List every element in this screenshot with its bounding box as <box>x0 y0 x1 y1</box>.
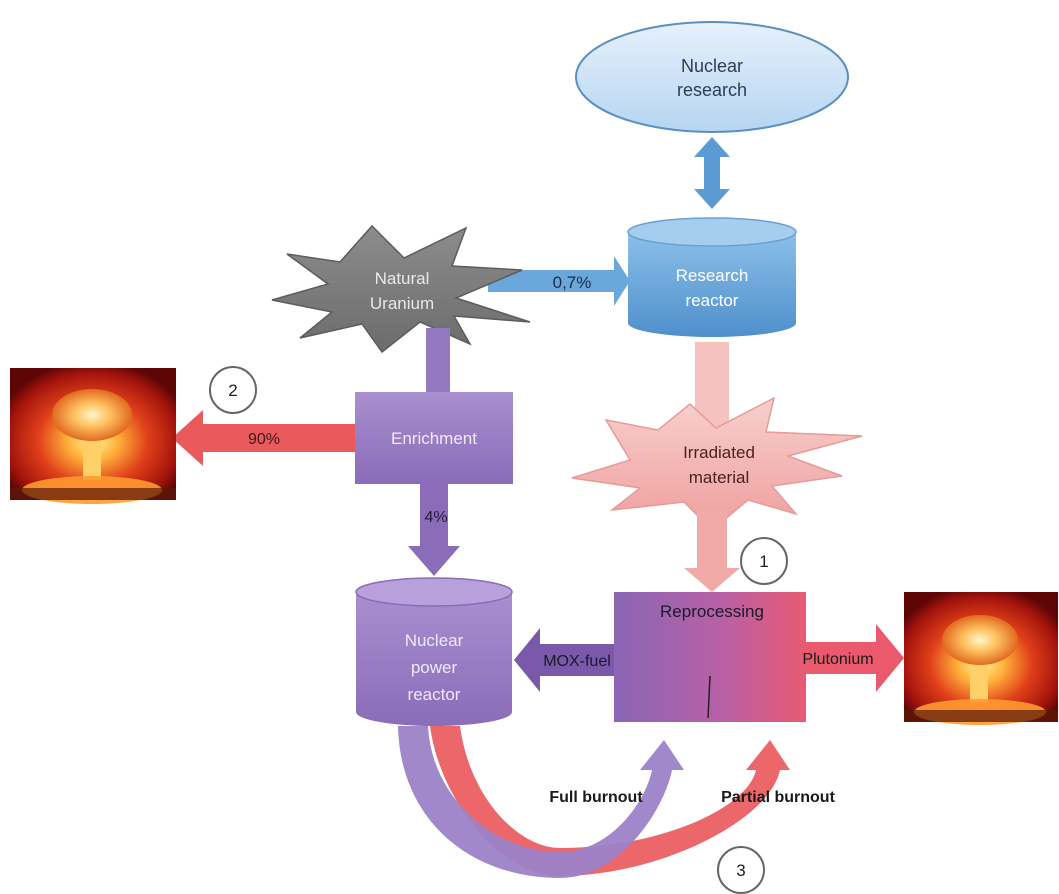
irradiated-to-reprocessing-arrow <box>684 510 740 592</box>
power-reactor-label-line3: reactor <box>408 685 461 704</box>
flow-label-90-percent: 90% <box>248 431 280 448</box>
partial-burnout-arrow <box>430 726 790 876</box>
nuclear-research-label-line2: research <box>677 80 747 100</box>
flow-label-0-7-percent: 0,7% <box>553 273 592 292</box>
reprocessing-label: Reprocessing <box>660 602 764 621</box>
full-burnout-arrow <box>398 726 684 878</box>
enrichment-node <box>355 392 513 484</box>
research-to-irradiated-arrow <box>695 342 729 434</box>
mushroom-cloud-icon-left <box>10 368 176 504</box>
marker-2-circle <box>209 366 257 414</box>
irradiated-material-label-line1: Irradiated <box>683 443 755 462</box>
reprocessing-divider <box>707 675 711 719</box>
marker-3-circle <box>717 846 765 894</box>
research-reactor-node <box>627 217 797 337</box>
marker-3-label: 3 <box>736 861 745 880</box>
research-double-arrow <box>694 137 730 209</box>
marker-1-circle <box>740 537 788 585</box>
uranium-to-research-arrow <box>488 256 630 306</box>
mox-fuel-label: MOX-fuel <box>543 653 611 670</box>
enrichment-to-weapon-arrow <box>172 410 355 466</box>
plutonium-arrow <box>806 624 904 692</box>
marker-1-label: 1 <box>759 552 768 571</box>
nuclear-research-node <box>575 21 849 133</box>
marker-2-label: 2 <box>228 381 237 400</box>
irradiated-material-node <box>571 396 863 532</box>
enrichment-to-power-reactor-arrow <box>408 484 460 576</box>
research-reactor-label-line1: Research <box>676 266 749 285</box>
mushroom-cloud-icon-right <box>904 592 1058 725</box>
flow-label-4-percent: 4% <box>424 509 447 526</box>
reprocessing-node <box>614 592 806 722</box>
natural-uranium-label-line1: Natural <box>375 269 430 288</box>
power-reactor-label-line2: power <box>411 658 458 677</box>
irradiated-material-label-line2: material <box>689 468 749 487</box>
enrichment-label: Enrichment <box>391 429 477 448</box>
nuclear-research-label-line1: Nuclear <box>681 56 743 76</box>
partial-burnout-label: Partial burnout <box>721 789 835 806</box>
power-reactor-label-line1: Nuclear <box>405 631 464 650</box>
full-burnout-label: Full burnout <box>549 789 643 806</box>
natural-uranium-label-line2: Uranium <box>370 294 434 313</box>
research-reactor-label-line2: reactor <box>686 291 739 310</box>
nuclear-power-reactor-node <box>355 577 513 726</box>
uranium-to-enrichment-arrow <box>426 328 450 392</box>
natural-uranium-node <box>271 224 531 354</box>
mox-fuel-arrow <box>514 628 614 692</box>
plutonium-label: Plutonium <box>802 651 873 668</box>
